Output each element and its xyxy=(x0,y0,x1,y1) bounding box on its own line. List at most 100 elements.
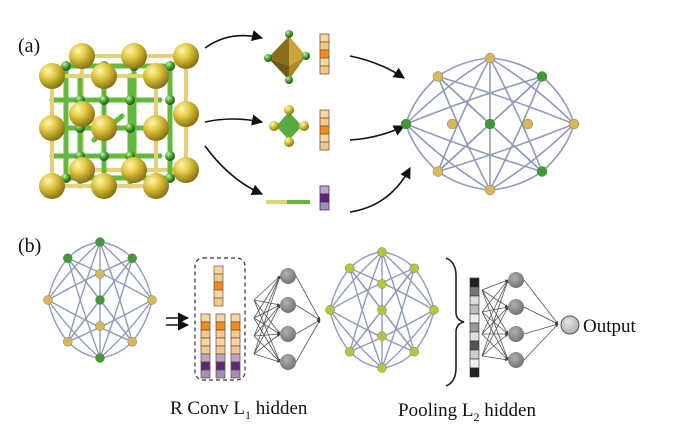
nn-connection xyxy=(481,311,509,361)
graph-edge xyxy=(329,309,415,353)
graph-edge xyxy=(67,258,101,359)
graph-node xyxy=(127,253,137,263)
graph-edge xyxy=(489,57,575,125)
graph-node xyxy=(127,337,137,347)
neuron xyxy=(280,297,296,313)
brace-icon xyxy=(445,257,465,387)
nn-connection xyxy=(295,304,321,321)
feature-cell xyxy=(230,321,241,331)
pooled-feature-vector xyxy=(469,277,480,378)
graph-node xyxy=(63,253,73,263)
nn-connection xyxy=(481,279,509,335)
graph-node xyxy=(377,305,387,315)
nn-connection xyxy=(523,279,559,325)
feature-cell xyxy=(200,313,211,323)
feature-cell xyxy=(230,353,241,363)
graph-edge xyxy=(67,257,153,301)
feature-cell xyxy=(230,329,241,339)
feature-cell xyxy=(213,281,224,291)
graph-edge xyxy=(329,309,383,369)
feature-cell xyxy=(230,313,241,323)
graph-edge xyxy=(489,123,575,191)
nn-connection xyxy=(481,333,509,357)
panel-a-label: (a) xyxy=(18,35,40,57)
nn-connection xyxy=(253,317,281,335)
graph-node xyxy=(345,263,355,273)
pooled-cell xyxy=(469,331,480,342)
feature-cell xyxy=(213,265,224,275)
graph-node xyxy=(400,118,412,130)
feature-vector-3 xyxy=(319,185,330,211)
graph-edge xyxy=(437,123,575,173)
feature-cell xyxy=(215,313,226,323)
output-node xyxy=(560,315,580,335)
feature-cell xyxy=(230,345,241,355)
nn-connection xyxy=(481,355,509,362)
feature-cell xyxy=(200,337,211,347)
pooled-cell xyxy=(469,286,480,297)
graph-node xyxy=(345,347,355,357)
feature-cell xyxy=(215,321,226,331)
graph-node xyxy=(325,305,335,315)
graph-edge xyxy=(47,241,101,301)
graph-node xyxy=(432,71,444,82)
nn-connection xyxy=(253,275,281,355)
feature-cell xyxy=(213,289,224,299)
graph-edge xyxy=(405,75,543,125)
nn-connection xyxy=(253,304,281,337)
graph-node xyxy=(409,263,419,273)
graph-edge xyxy=(99,258,133,359)
nn-connection xyxy=(253,304,281,319)
nn-connection xyxy=(481,279,509,291)
nn-connection xyxy=(481,305,509,313)
conv-feature-box xyxy=(194,257,246,381)
nn-connection xyxy=(481,289,509,361)
feature-cell xyxy=(200,353,211,363)
graph-edge xyxy=(489,57,543,172)
graph-node xyxy=(484,184,496,196)
graph-edge xyxy=(99,241,153,301)
nn-connection xyxy=(253,299,281,335)
pooled-graph xyxy=(325,247,439,373)
feature-cell xyxy=(200,369,211,379)
pooled-cell xyxy=(469,304,480,315)
graph-node xyxy=(432,166,444,177)
nn-connection xyxy=(481,306,509,335)
nn-connection xyxy=(253,304,281,355)
feature-cell xyxy=(230,369,241,379)
graph-edge xyxy=(67,241,101,342)
graph-node xyxy=(409,347,419,357)
graph-node xyxy=(63,337,73,347)
nn-connection xyxy=(481,289,509,335)
nn-connection xyxy=(295,275,321,321)
crystal-to-features-arrows xyxy=(204,30,264,196)
output-neural-network xyxy=(481,272,559,368)
nn-connection xyxy=(253,299,281,307)
graph-edge xyxy=(349,309,435,353)
graph-node xyxy=(377,279,387,289)
graph-edge xyxy=(405,57,491,125)
feature-cell xyxy=(215,329,226,339)
nn-connection xyxy=(523,306,559,325)
square-planar-icon xyxy=(269,105,309,147)
neuron xyxy=(280,354,296,370)
double-arrow-icon xyxy=(166,312,190,331)
nn-connection xyxy=(481,279,509,357)
graph-edge xyxy=(329,251,383,311)
nn-connection xyxy=(295,319,321,363)
features-to-graph-arrows xyxy=(349,55,411,213)
feature-cell xyxy=(230,337,241,347)
perovskite-crystal-structure xyxy=(39,43,199,199)
nn-connection xyxy=(481,279,509,313)
graph-node xyxy=(429,305,439,315)
input-graph xyxy=(43,237,157,363)
graph-node xyxy=(377,331,387,341)
feature-cell xyxy=(215,345,226,355)
graph-node xyxy=(95,269,105,279)
neuron xyxy=(280,326,296,342)
conv-feature-stacks xyxy=(200,265,241,379)
output-label: Output xyxy=(583,316,637,337)
pooled-cell xyxy=(469,313,480,324)
nn-connection xyxy=(523,323,559,335)
